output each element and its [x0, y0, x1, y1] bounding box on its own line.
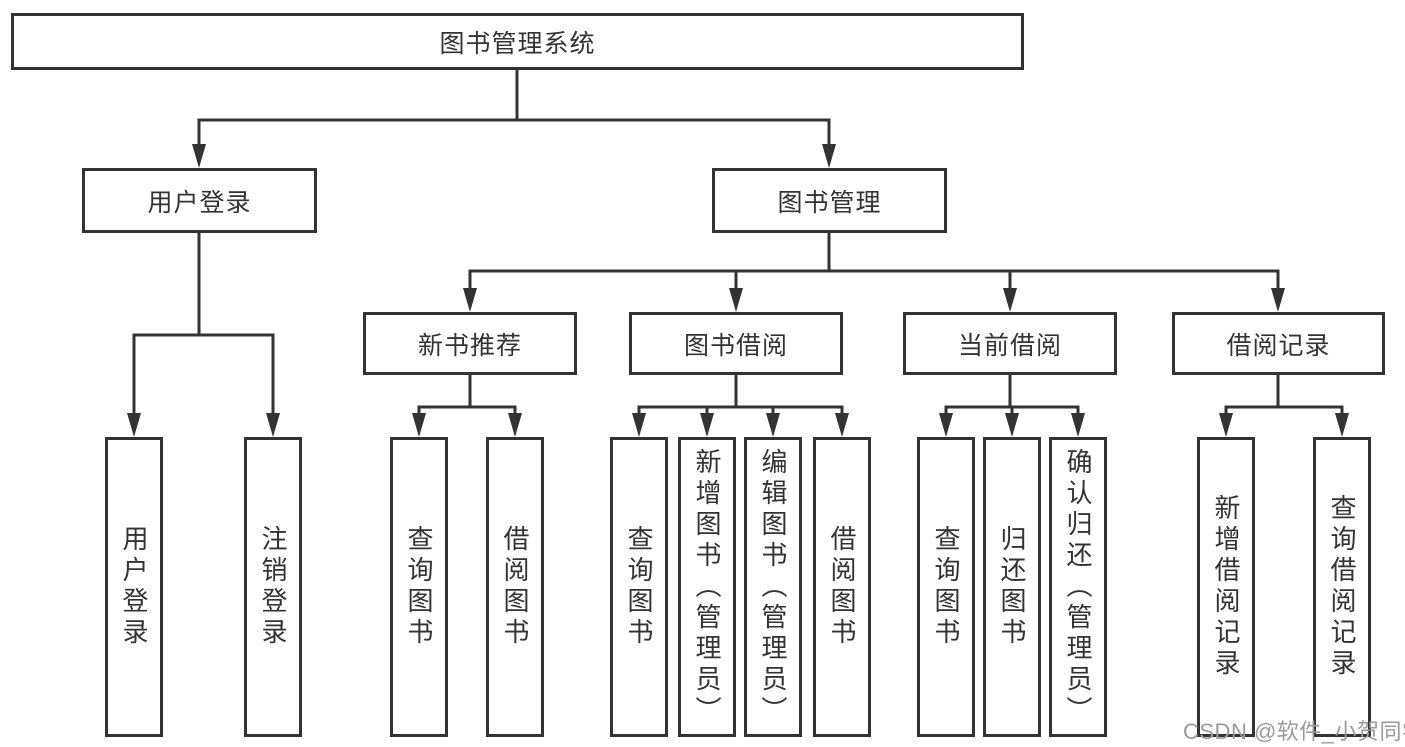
arrowhead-leaf-user-login [127, 413, 141, 437]
arrowhead-leaf [835, 413, 849, 437]
arrowhead-book-management [822, 144, 836, 168]
node-book-management: 图书管理 [712, 168, 947, 233]
leaf-add-book-admin: 新增图书（管理员） [678, 437, 736, 737]
leaf-user-login: 用户登录 [105, 437, 163, 737]
leaf-query-borrow-record: 查询借阅记录 [1313, 437, 1371, 737]
arrowhead-leaf [508, 413, 522, 437]
arrowhead-new-book [463, 288, 477, 312]
arrowhead-leaf [632, 413, 646, 437]
arrowhead-leaf [700, 413, 714, 437]
arrowhead-leaf [939, 413, 953, 437]
leaf-query-books-borrow: 查询图书 [610, 437, 668, 737]
connectors [127, 70, 1349, 437]
leaf-logout: 注销登录 [244, 437, 302, 737]
node-borrow-records-label: 借阅记录 [1226, 331, 1331, 360]
arrowhead-leaf [1219, 413, 1233, 437]
leaf-confirm-return-admin: 确认归还（管理员） [1049, 437, 1107, 737]
leaf-confirm-return-admin-label: 确认归还（管理员） [1063, 447, 1093, 727]
arrowhead-user-login [192, 144, 206, 168]
leaf-query-books-current: 查询图书 [917, 437, 975, 737]
arrowhead-leaf [766, 413, 780, 437]
arrowhead-leaf [412, 413, 426, 437]
leaf-return-book-label: 归还图书 [997, 525, 1027, 649]
leaf-edit-book-admin-label: 编辑图书（管理员） [758, 447, 788, 727]
leaf-edit-book-admin: 编辑图书（管理员） [744, 437, 802, 737]
leaf-borrow-books-borrow: 借阅图书 [813, 437, 871, 737]
leaf-borrow-books-newbook: 借阅图书 [486, 437, 544, 737]
leaf-return-book: 归还图书 [983, 437, 1041, 737]
leaf-query-books-newbook: 查询图书 [390, 437, 448, 737]
leaf-query-books-borrow-label: 查询图书 [624, 525, 654, 649]
leaf-user-login-label: 用户登录 [119, 525, 149, 649]
leaf-add-borrow-record: 新增借阅记录 [1197, 437, 1255, 737]
node-book-borrow-label: 图书借阅 [683, 331, 788, 360]
node-root-label: 图书管理系统 [439, 29, 596, 58]
node-new-book-recommend: 新书推荐 [363, 312, 577, 375]
node-new-book-recommend-label: 新书推荐 [417, 331, 522, 360]
arrowhead-book-borrow [729, 288, 743, 312]
arrowhead-leaf [1335, 413, 1349, 437]
leaf-add-book-admin-label: 新增图书（管理员） [692, 447, 722, 727]
csdn-watermark: CSDN @软件_小贺同学 [1183, 719, 1405, 744]
node-borrow-records: 借阅记录 [1172, 312, 1385, 375]
node-user-login: 用户登录 [82, 168, 317, 233]
arrowhead-leaf [1005, 413, 1019, 437]
node-user-login-label: 用户登录 [147, 188, 252, 217]
leaf-query-books-newbook-label: 查询图书 [404, 525, 434, 649]
node-root-library-system: 图书管理系统 [11, 13, 1024, 70]
node-book-management-label: 图书管理 [777, 188, 882, 217]
leaf-query-borrow-record-label: 查询借阅记录 [1327, 494, 1357, 680]
leaf-borrow-books-newbook-label: 借阅图书 [500, 525, 530, 649]
arrowhead-current-borrow [1003, 288, 1017, 312]
arrowhead-borrow-records [1271, 288, 1285, 312]
leaf-query-books-current-label: 查询图书 [931, 525, 961, 649]
leaf-borrow-books-borrow-label: 借阅图书 [827, 525, 857, 649]
node-book-borrow: 图书借阅 [629, 312, 843, 375]
leaf-logout-label: 注销登录 [258, 525, 288, 649]
leaf-add-borrow-record-label: 新增借阅记录 [1211, 494, 1241, 680]
arrowhead-leaf-logout [266, 413, 280, 437]
arrowhead-leaf [1071, 413, 1085, 437]
node-current-borrow: 当前借阅 [903, 312, 1117, 375]
node-current-borrow-label: 当前借阅 [957, 331, 1062, 360]
